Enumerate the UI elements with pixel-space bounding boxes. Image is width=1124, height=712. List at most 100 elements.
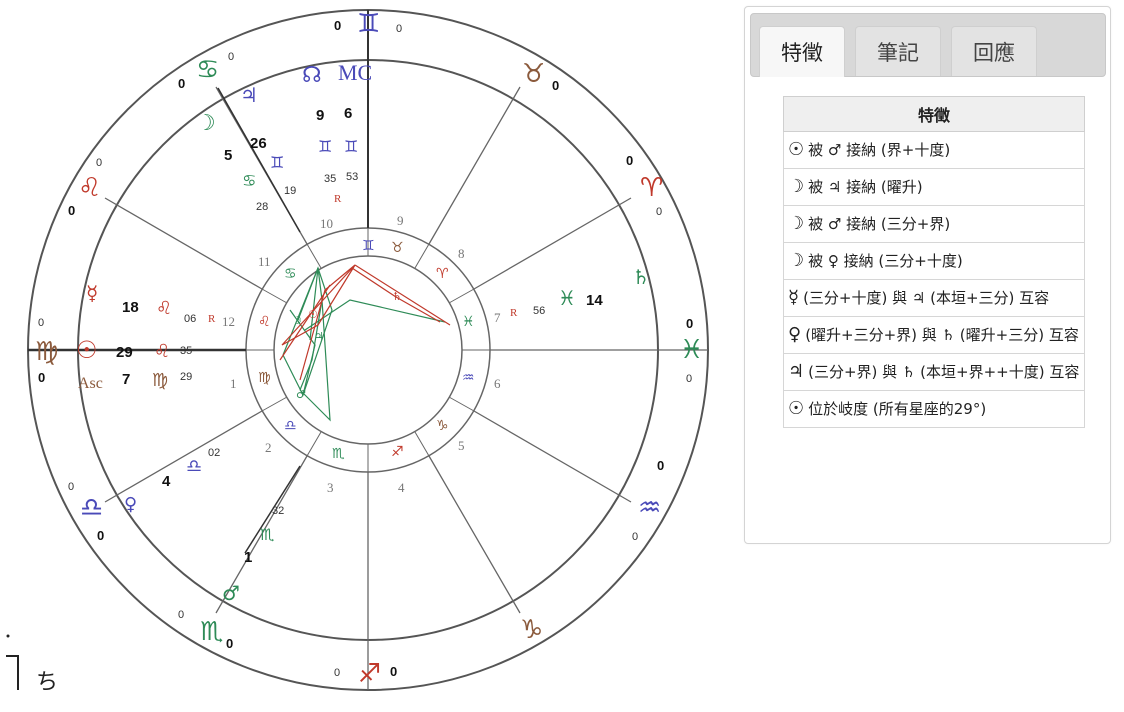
moon-min: 28 — [256, 201, 268, 213]
ring-aquarius-deg: 0 — [657, 458, 664, 473]
table-row: ♃(三分+界) 與 ♄ (本垣+界++十度) 互容 — [783, 353, 1085, 391]
inner-aquarius-icon: ♒ — [462, 370, 475, 386]
ring-taurus-deg: 0 — [552, 78, 559, 93]
leo-sun-icon: ♌ — [154, 341, 170, 362]
house-11: 11 — [258, 254, 271, 269]
inner-jupiter-icon: ♃ — [314, 330, 324, 343]
house-ring-dividers — [246, 228, 490, 472]
row-planet-icon: ☿ — [788, 287, 800, 308]
house-4: 4 — [398, 480, 405, 495]
virgo-asc-icon: ♍ — [152, 370, 168, 391]
ring-cancer-deg: 0 — [178, 76, 185, 91]
inner-moon-icon: ☽ — [292, 314, 302, 327]
node-deg: 9 — [316, 107, 324, 124]
mc-retro: R — [334, 193, 342, 205]
node-min: 35 — [324, 173, 336, 185]
sign-scorpio-icon: ♏ — [200, 617, 223, 647]
table-row: ♀(曜升+三分+界) 與 ♄ (曜升+三分) 互容 — [783, 316, 1085, 354]
sign-cancer-icon: ♋ — [196, 55, 219, 85]
house-5: 5 — [458, 438, 465, 453]
house-1: 1 — [230, 376, 237, 391]
node-icon: ☊ — [302, 63, 322, 88]
inner-sagittarius-icon: ♐ — [391, 444, 404, 460]
inner-scorpio-icon: ♏ — [332, 446, 345, 462]
mercury-retro: R — [208, 313, 216, 325]
ring-libra-small: 0 — [68, 481, 74, 493]
ring-scorpio-small: 0 — [178, 609, 184, 621]
pisces-saturn-icon: ♓ — [558, 286, 576, 310]
house-12: 12 — [222, 314, 235, 329]
row-text: (三分+十度) 與 ♃ (本垣+三分) 互容 — [803, 289, 1050, 307]
ring-sagittarius-small: 0 — [334, 667, 340, 679]
saturn-min: 56 — [533, 305, 545, 317]
inner-cancer-icon: ♋ — [284, 266, 297, 282]
inner-virgo-icon: ♍ — [258, 370, 271, 386]
house-3: 3 — [327, 480, 334, 495]
row-planet-icon: ☽ — [788, 176, 805, 197]
row-planet-icon: ♀ — [788, 324, 802, 345]
sign-aquarius-icon: ♒ — [638, 493, 661, 523]
row-planet-icon: ☉ — [788, 139, 805, 160]
saturn-deg: 14 — [586, 292, 603, 309]
jupiter-icon: ♃ — [240, 83, 258, 107]
mc-min: 53 — [346, 171, 358, 183]
sign-sagittarius-icon: ♐ — [358, 659, 381, 689]
mars-line — [244, 465, 301, 554]
mc-deg: 6 — [344, 105, 352, 122]
ring-scorpio-deg: 0 — [226, 636, 233, 651]
table-row: ☉被 ♂ 接納 (界+十度) — [783, 131, 1085, 169]
table-row: ☿(三分+十度) 與 ♃ (本垣+三分) 互容 — [783, 279, 1085, 317]
ring-aries-deg: 0 — [626, 153, 633, 168]
sign-libra-icon: ♎ — [80, 493, 103, 523]
house-6: 6 — [494, 376, 501, 391]
ring-virgo-small: 0 — [38, 317, 44, 329]
tab-features[interactable]: 特徵 — [759, 26, 845, 77]
table-row: ☽被 ♃ 接納 (曜升) — [783, 168, 1085, 206]
venus-deg: 4 — [162, 473, 171, 490]
sign-gemini-icon: ♊ — [357, 9, 380, 39]
sign-pisces-icon: ♓ — [680, 335, 703, 365]
saturn-icon: ♄ — [632, 265, 650, 289]
corner-glyph: ち — [36, 670, 59, 695]
aspect-lines — [279, 264, 451, 422]
mc-symbol: MC — [338, 60, 372, 85]
inner-sun-icon: ☉ — [308, 308, 318, 321]
feature-panel: 特徵 筆記 回應 特徵 ☉被 ♂ 接納 (界+十度) ☽被 ♃ 接納 (曜升) … — [744, 6, 1111, 544]
row-planet-icon: ♃ — [788, 361, 805, 382]
ring-libra-deg: 0 — [97, 528, 104, 543]
house-10: 10 — [320, 216, 333, 231]
row-planet-icon: ☽ — [788, 213, 805, 234]
ring-leo-small: 0 — [96, 157, 102, 169]
ring-pisces-deg: 0 — [686, 316, 693, 331]
inner-taurus-icon: ♉ — [391, 240, 404, 256]
row-planet-icon: ☽ — [788, 250, 805, 271]
scorpio-mars-icon: ♏ — [260, 525, 274, 544]
sign-aries-icon: ♈ — [640, 173, 663, 203]
row-text: (曜升+三分+界) 與 ♄ (曜升+三分) 互容 — [805, 326, 1079, 344]
gemini-jupiter-icon: ♊ — [270, 153, 284, 172]
gemini-small-2-icon: ♊ — [344, 137, 358, 156]
ring-gemini-small: 0 — [396, 23, 402, 35]
house-ring-inner — [273, 255, 463, 445]
sun-deg: 29 — [116, 344, 133, 361]
ring-aquarius-small: 0 — [632, 531, 638, 543]
tab-notes[interactable]: 筆記 — [855, 26, 941, 76]
table-header: 特徵 — [783, 96, 1085, 132]
asc-deg: 7 — [122, 371, 130, 388]
venus-min: 02 — [208, 447, 220, 459]
inner-mars-icon: ♂ — [296, 388, 306, 401]
sign-leo-icon: ♌ — [78, 173, 101, 203]
sun-icon: ☉ — [76, 336, 98, 364]
ring-sagittarius-deg: 0 — [390, 664, 397, 679]
sun-min: 35 — [180, 345, 192, 357]
libra-venus-icon: ♎ — [186, 456, 202, 477]
corner-bracket-icon — [6, 634, 19, 690]
sign-taurus-icon: ♉ — [522, 59, 545, 89]
features-table: 特徵 ☉被 ♂ 接納 (界+十度) ☽被 ♃ 接納 (曜升) ☽被 ♂ 接納 (… — [783, 96, 1085, 428]
mars-deg: 1 — [244, 549, 252, 566]
ring-gemini-deg: 0 — [334, 18, 341, 33]
tab-replies[interactable]: 回應 — [951, 26, 1037, 76]
mc-point-line — [217, 87, 301, 233]
inner-gemini-icon: ♊ — [362, 238, 375, 254]
asc-min: 29 — [180, 371, 192, 383]
